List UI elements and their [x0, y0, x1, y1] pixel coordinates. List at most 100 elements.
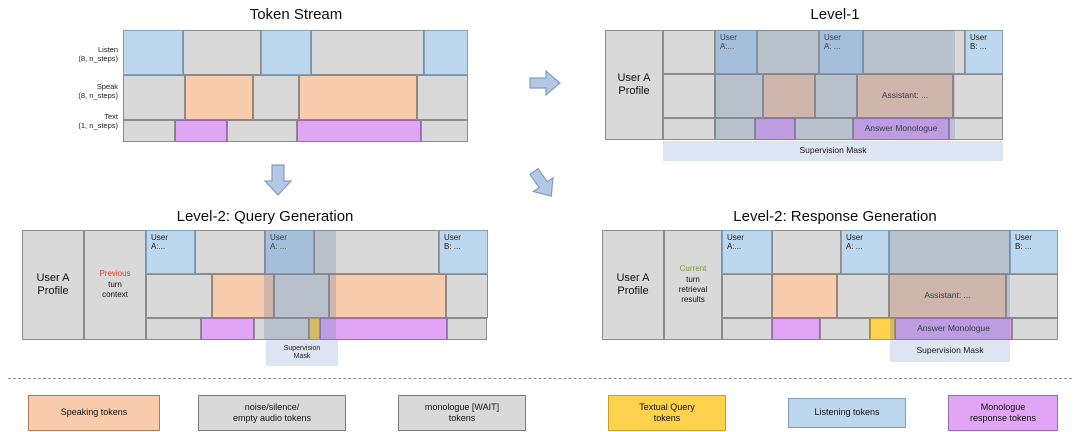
level2-response-speak-segment-empty — [1006, 274, 1058, 318]
legend-item-listening: Listening tokens — [788, 398, 906, 428]
legend-item-speaking: Speaking tokens — [28, 395, 160, 431]
token-stream-listen-segment-listening — [123, 30, 183, 75]
level1-listen-segment-listening: User A:... — [715, 30, 757, 74]
level2-query-profile-text: User A Profile — [36, 271, 70, 297]
level2-response-listen-segment-empty — [772, 230, 841, 274]
level1-segment-label: User B: ... — [970, 33, 987, 52]
arrow-to-query-generation — [263, 163, 293, 202]
level2-query-segment-label: User B: ... — [444, 233, 461, 252]
level2-query-text-segment-wait — [254, 318, 309, 340]
level2-response-listen-segment-listening: User B: ... — [1010, 230, 1058, 274]
level2-query-speak-segment-speaking — [329, 274, 446, 318]
row-label-text-shape: (1, n_steps) — [78, 121, 118, 131]
token-stream-text-segment-monologue — [175, 120, 227, 142]
level1-segment-label: User A:... — [720, 33, 737, 52]
level2-response-context-rest: turn retrieval results — [678, 274, 708, 305]
legend-divider — [8, 378, 1072, 379]
token-stream-speak-segment-empty — [253, 75, 299, 120]
level2-query-text-segment-monologue — [320, 318, 447, 340]
level2-query-listen-segment-empty — [314, 230, 439, 274]
token-stream-speak-segment-speaking — [185, 75, 253, 120]
level2-response-listen-segment-listening: User A: ... — [841, 230, 889, 274]
legend-item-label: Speaking tokens — [60, 407, 128, 418]
token-stream-listen-segment-listening — [424, 30, 468, 75]
level1-listen-segment-empty — [863, 30, 965, 74]
legend-item-query: Textual Query tokens — [608, 395, 726, 431]
level2-response-mask-label: Supervision Mask — [916, 345, 984, 356]
level2-query-listen-segment-listening: User A:... — [146, 230, 195, 274]
row-label-listen-shape: (8, n_steps) — [78, 54, 118, 64]
level1-segment-label: Assistant: ... — [881, 90, 929, 101]
level2-response-speak-segment-speaking — [772, 274, 837, 318]
level1-listen-segment-empty — [663, 30, 715, 74]
level2-query-segment-label: User A: ... — [270, 233, 287, 252]
arrow-to-level1 — [528, 68, 562, 103]
level2-response-speak-segment-speaking: Assistant: ... — [889, 274, 1006, 318]
level2-query-context-prefix: Previous — [99, 269, 131, 279]
level1-profile-label: User A Profile — [605, 30, 663, 140]
level2-response-profile-text: User A Profile — [616, 271, 650, 297]
token-stream-grid — [123, 30, 469, 142]
level1-mask-label: Supervision Mask — [799, 145, 867, 156]
level2-query-text-segment-wait — [447, 318, 487, 340]
level2-query-segment-label: User A:... — [151, 233, 168, 252]
token-stream-listen-segment-empty — [183, 30, 261, 75]
token-stream-text-segment-monologue — [297, 120, 421, 142]
level2-response-speak-segment-empty — [722, 274, 772, 318]
level1-text-segment-empty — [663, 118, 715, 140]
level2-response-text-segment-monologue — [772, 318, 820, 340]
level2-response-speak-segment-empty — [837, 274, 889, 318]
level2-response-segment-label: Answer Monologue — [917, 323, 990, 334]
level2-response-segment-label: Assistant: ... — [924, 290, 971, 301]
level1-text-segment-wait — [715, 118, 755, 140]
token-stream-listen-segment-empty — [311, 30, 424, 75]
level1-speak-segment-speaking: Assistant: ... — [857, 74, 953, 118]
level2-query-speak-segment-speaking — [212, 274, 274, 318]
token-stream-speak-segment-empty — [123, 75, 185, 120]
level2-response-listen-segment-empty — [889, 230, 1010, 274]
level1-speak-segment-empty — [953, 74, 1003, 118]
level2-response-title: Level-2: Response Generation — [733, 208, 937, 225]
legend-item-label: monologue [WAIT] tokens — [424, 401, 500, 423]
row-label-listen: Listen(8, n_steps) — [48, 45, 118, 64]
legend-item-label: Textual Query tokens — [639, 401, 695, 423]
level2-query-profile-label: User A Profile — [22, 230, 84, 340]
level1-title: Level-1 — [810, 6, 860, 23]
level2-response-profile-label: User A Profile — [602, 230, 664, 340]
level1-listen-segment-listening: User A: ... — [819, 30, 863, 74]
level1-text-segment-monologue — [755, 118, 795, 140]
token-stream-listen-segment-listening — [261, 30, 311, 75]
token-stream-speak-segment-speaking — [299, 75, 417, 120]
level1-text-segment-wait — [795, 118, 853, 140]
row-label-text: Text(1, n_steps) — [48, 112, 118, 131]
level1-profile-text: User A Profile — [617, 71, 651, 97]
level2-response-supervision-mask: Supervision Mask — [890, 340, 1010, 362]
arrow-down-icon — [263, 164, 293, 196]
level1-text-segment-monologue: Answer Monologue — [853, 118, 949, 140]
row-label-speak-shape: (8, n_steps) — [78, 91, 118, 101]
level2-query-listen-segment-empty — [195, 230, 265, 274]
arrow-right-icon — [529, 69, 561, 97]
token-stream-speak-segment-empty — [417, 75, 468, 120]
row-label-speak-name: Speak — [96, 82, 118, 91]
row-label-text-name: Text — [104, 112, 118, 121]
level2-query-listen-segment-listening: User B: ... — [439, 230, 488, 274]
level2-query-text-segment-monologue — [201, 318, 254, 340]
level2-response-text-segment-monologue: Answer Monologue — [895, 318, 1012, 340]
level1-segment-label: User A: ... — [824, 33, 841, 52]
row-label-speak: Speak(8, n_steps) — [48, 82, 118, 101]
level2-query-speak-segment-empty — [446, 274, 488, 318]
level1-speak-segment-speaking — [763, 74, 815, 118]
level1-text-segment-wait — [949, 118, 1003, 140]
level1-speak-segment-empty — [663, 74, 715, 118]
level2-response-segment-label: User A: ... — [846, 233, 863, 252]
level2-response-text-segment-wait — [820, 318, 870, 340]
level1-speak-segment-empty — [715, 74, 763, 118]
legend-item-empty: noise/silence/ empty audio tokens — [198, 395, 346, 431]
legend-item-label: noise/silence/ empty audio tokens — [232, 401, 312, 423]
level2-query-context-rest: turn context — [102, 279, 128, 300]
